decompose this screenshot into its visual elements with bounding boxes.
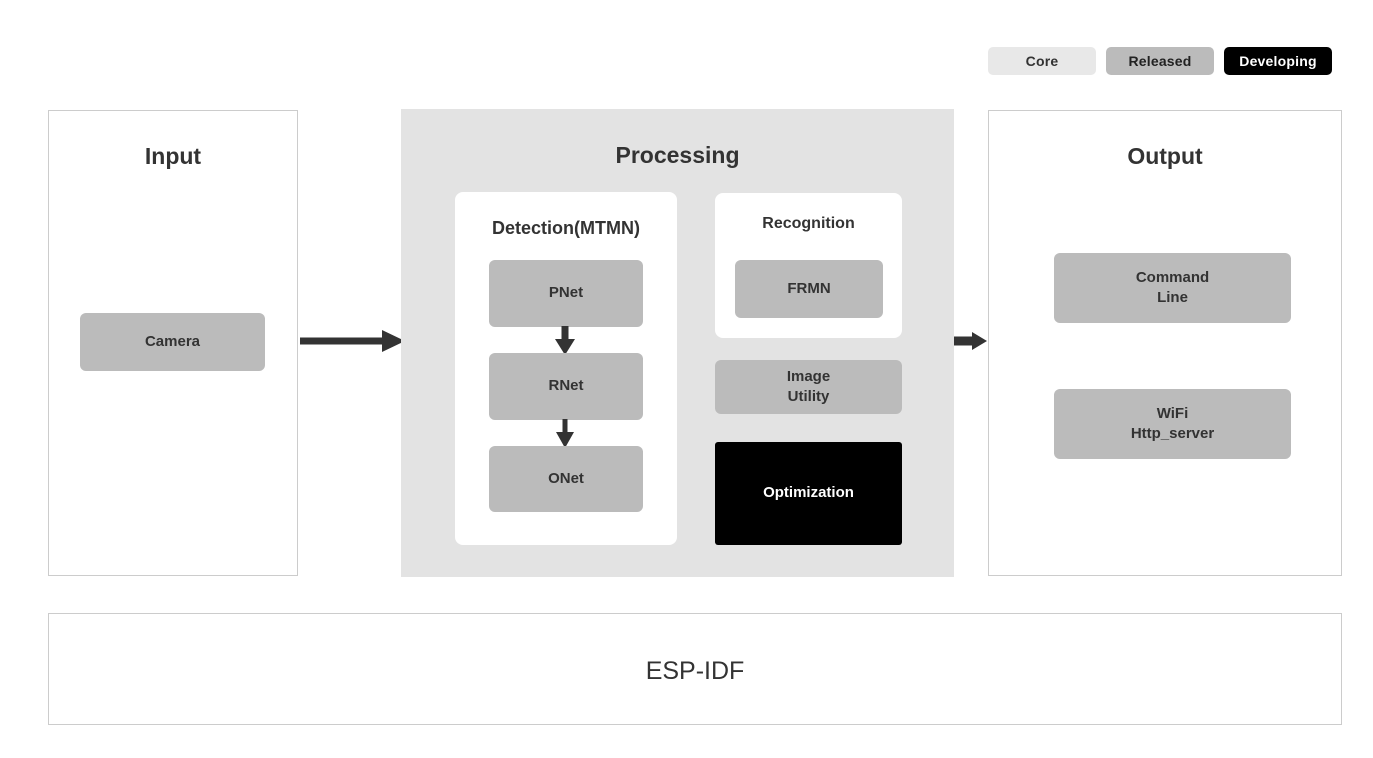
optimization-block[interactable]: Optimization (715, 442, 902, 545)
legend-badge-released: Released (1106, 47, 1214, 75)
wifi-http-label-line2: Http_server (1130, 425, 1215, 442)
frmn-block[interactable]: FRMN (735, 260, 883, 318)
rnet-label: RNet (548, 377, 584, 395)
detection-card-title: Detection(MTMN) (492, 218, 640, 238)
output-panel-title: Output (1127, 143, 1203, 169)
legend-label-developing: Developing (1239, 53, 1317, 69)
esp-idf-panel: ESP-IDF (48, 613, 1342, 725)
command-line-label-line2: Line (1157, 289, 1188, 306)
arrow-rnet-to-onet-icon (556, 419, 574, 448)
input-panel-title: Input (144, 143, 202, 169)
image-utility-block[interactable]: Image Utility (715, 360, 902, 414)
legend-label-released: Released (1128, 53, 1192, 69)
recognition-card-title: Recognition (762, 215, 855, 232)
pnet-label: PNet (548, 284, 584, 302)
image-utility-label-line1: Image (786, 367, 831, 385)
image-utility-label-line2: Utility (787, 388, 830, 405)
legend-label-core: Core (1025, 53, 1059, 69)
rnet-block[interactable]: RNet (489, 353, 643, 420)
command-line-block[interactable]: Command Line (1054, 253, 1291, 323)
processing-panel-title: Processing (615, 142, 740, 168)
camera-label: Camera (144, 332, 201, 350)
arrow-processing-to-output-icon (954, 332, 987, 350)
command-line-label-line1: Command (1135, 268, 1210, 286)
legend-badge-core: Core (988, 47, 1096, 75)
frmn-label: FRMN (787, 279, 831, 297)
camera-block[interactable]: Camera (80, 313, 265, 371)
output-panel: Output (988, 110, 1342, 576)
arrow-pnet-to-rnet-icon (555, 326, 575, 355)
pnet-block[interactable]: PNet (489, 260, 643, 327)
legend-badge-developing: Developing (1224, 47, 1332, 75)
onet-block[interactable]: ONet (489, 446, 643, 512)
legend: Core Released Developing (988, 47, 1332, 75)
arrow-input-to-processing-icon (300, 330, 405, 352)
optimization-label: Optimization (763, 484, 854, 502)
wifi-http-server-block[interactable]: WiFi Http_server (1054, 389, 1291, 459)
esp-idf-title: ESP-IDF (645, 657, 745, 685)
onet-label: ONet (548, 469, 584, 487)
wifi-http-label-line1: WiFi (1156, 404, 1189, 422)
